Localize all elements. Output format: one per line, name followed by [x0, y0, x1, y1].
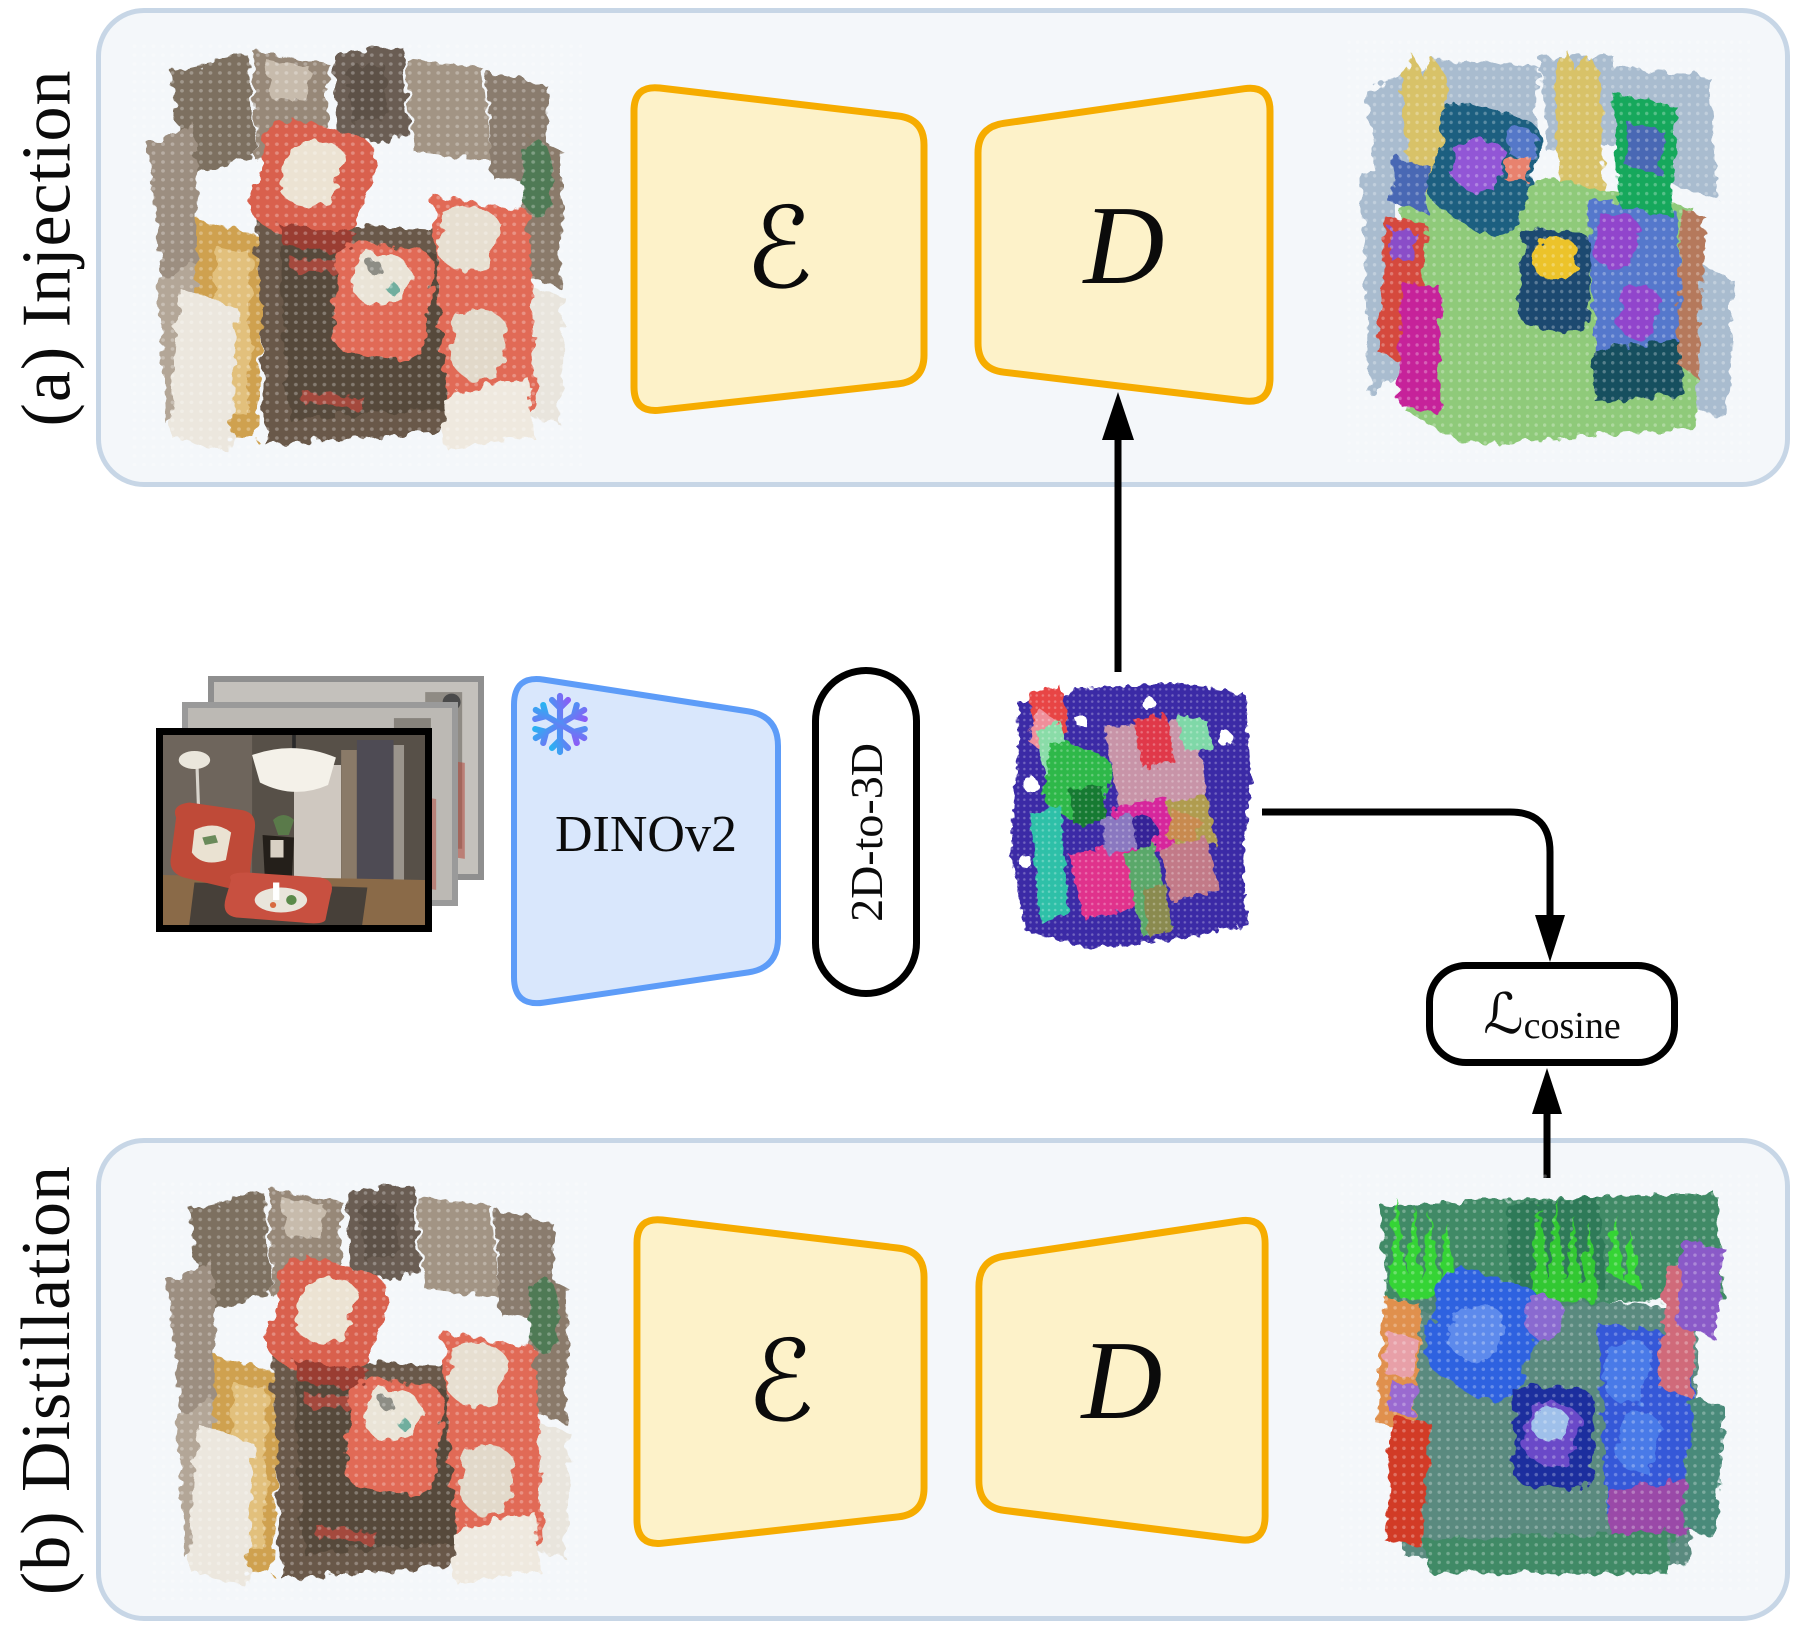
- pointcloud-dino-features: [972, 668, 1266, 960]
- arrow-output-to-loss: [1517, 1060, 1577, 1185]
- loss-symbol: ℒ: [1483, 981, 1524, 1047]
- pointcloud-rgb-input-b: [150, 1180, 587, 1600]
- encoder-label-b: ℰ: [633, 1213, 928, 1550]
- projection-label: 2D-to-3D: [840, 742, 892, 922]
- panel-distillation-label: (b) Distillation: [0, 1138, 94, 1621]
- panel-injection-label-text: (a) Injection: [8, 69, 86, 426]
- pointcloud-distilled-output-b: [1338, 1172, 1758, 1590]
- snowflake-icon: [528, 692, 592, 760]
- encoder-block-a: [630, 81, 928, 417]
- dino-label: DINOv2: [555, 805, 737, 863]
- projection-pill: 2D-to-3D: [812, 667, 920, 997]
- arrow-features-to-loss: [1252, 775, 1602, 975]
- pointcloud-rgb-input-a: [130, 42, 582, 466]
- decoder-block-a: [972, 81, 1276, 411]
- rgb-image-stack: [156, 676, 486, 936]
- decoder-letter: D: [1083, 183, 1165, 308]
- encoder-label-a: ℰ: [630, 81, 928, 417]
- panel-injection-label: (a) Injection: [0, 8, 94, 487]
- loss-subscript: cosine: [1523, 1005, 1621, 1047]
- dino-block: [509, 670, 783, 1012]
- encoder-block-b: [633, 1213, 928, 1550]
- panel-distillation-label-text: (b) Distillation: [8, 1164, 85, 1595]
- decoder-label-a: D: [972, 81, 1276, 411]
- encoder-letter: ℰ: [746, 1316, 815, 1447]
- encoder-letter: ℰ: [745, 184, 813, 314]
- arrow-features-to-decoder: [1088, 384, 1148, 676]
- rgb-frame-front: [156, 728, 432, 932]
- decoder-block-b: [973, 1213, 1271, 1550]
- decoder-label-b: D: [973, 1213, 1271, 1550]
- decoder-letter: D: [1081, 1319, 1163, 1443]
- pointcloud-segmentation-output-a: [1345, 38, 1750, 462]
